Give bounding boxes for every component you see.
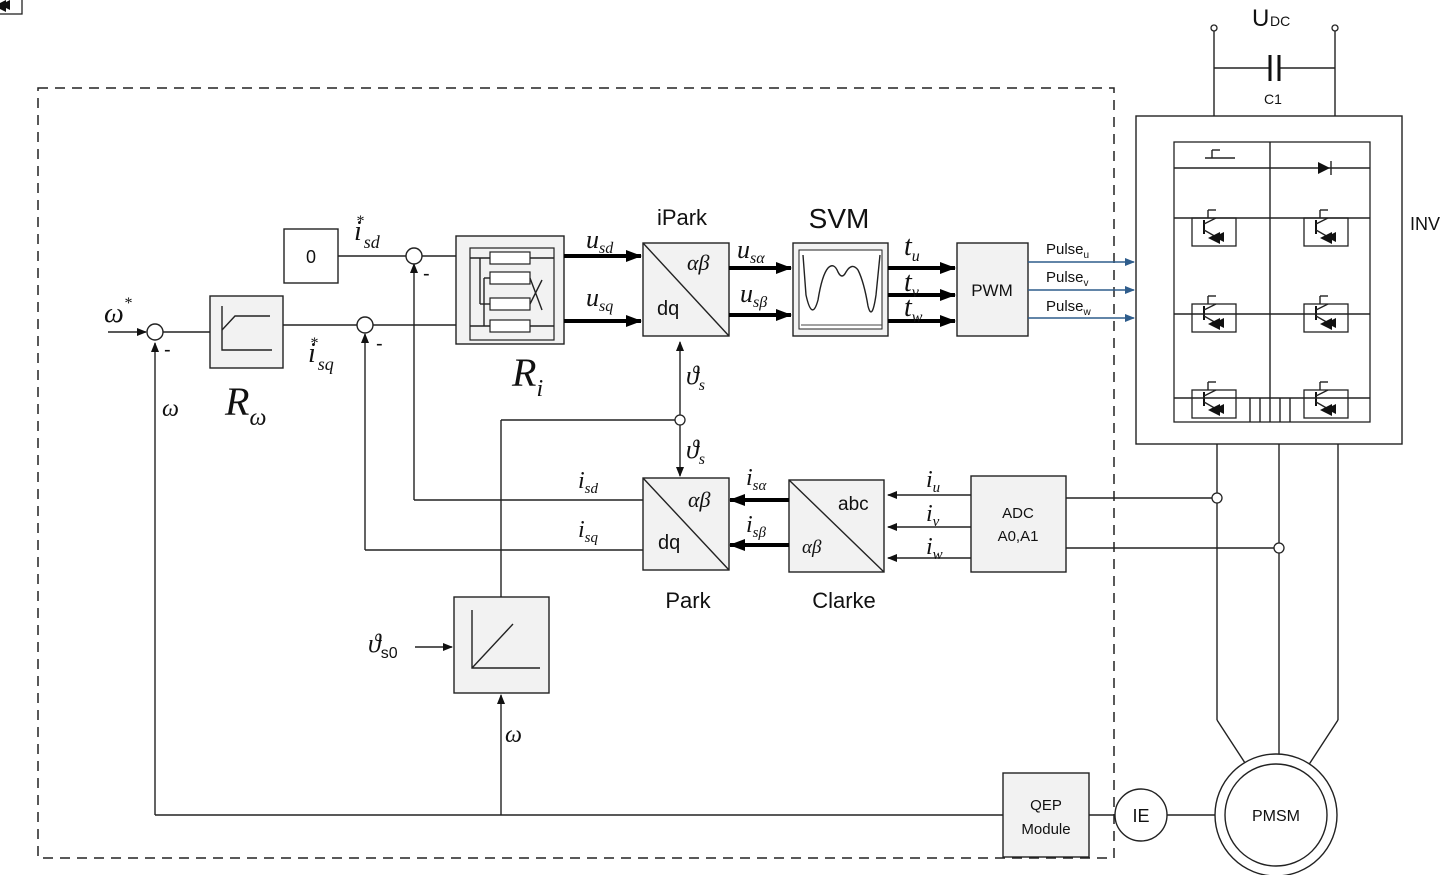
park-dq: dq — [658, 532, 680, 554]
ri-label: Ri — [511, 350, 543, 402]
pmsm-label: PMSM — [1252, 808, 1300, 825]
iw-label: iw — [926, 534, 943, 563]
svm-title: SVM — [809, 203, 870, 234]
inverter-box — [1135, 115, 1403, 445]
current-controller-internals — [469, 247, 555, 341]
iq-sum — [356, 316, 374, 334]
usbeta-label: usβ — [740, 279, 767, 311]
omega-integrator-label: ω — [505, 722, 522, 748]
isd-label: isd — [578, 468, 599, 497]
ie-label: IE — [1132, 806, 1149, 826]
tv-label: tv — [904, 267, 920, 301]
pwm-block — [956, 242, 1029, 337]
usq-label: usq — [586, 283, 613, 315]
id-sum-minus: - — [423, 263, 430, 285]
clarke-abc: abc — [838, 494, 869, 515]
omega-ref-label: ω* — [104, 295, 132, 329]
adc-line2: A0,A1 — [998, 528, 1039, 545]
speed-sum — [146, 323, 164, 341]
speed-sum-minus: - — [164, 339, 171, 361]
ipark-dq: dq — [657, 298, 679, 320]
c1-label: C1 — [1264, 91, 1282, 107]
iv-label: iv — [926, 501, 940, 530]
isalpha-label: isα — [746, 465, 768, 494]
speed-controller — [209, 295, 284, 369]
iq-sum-minus: - — [376, 333, 383, 355]
dc-link — [1210, 24, 1339, 116]
isq-ref-label: i*sq — [308, 335, 334, 374]
tu-label: tu — [904, 231, 920, 265]
controller-boundary — [37, 87, 1115, 859]
pulse-u-label: Pulseu — [1046, 241, 1089, 261]
phase-lines — [1211, 444, 1339, 767]
pulse-w-label: Pulsew — [1046, 298, 1092, 318]
clarke-alphabeta: αβ — [802, 537, 822, 558]
usd-label: usd — [586, 225, 614, 257]
udc-sub: DC — [1270, 13, 1290, 29]
omega-feedback-label: ω — [162, 396, 179, 422]
igbt-cells — [1174, 209, 1370, 422]
qep-line1: QEP — [1030, 797, 1062, 814]
pmsm-motor — [1224, 763, 1328, 867]
clarke-title: Clarke — [812, 588, 876, 613]
park-alphabeta: αβ — [688, 487, 711, 512]
id-sum — [405, 247, 423, 265]
udc-label: U — [1252, 5, 1269, 32]
ipark-title: iPark — [657, 205, 708, 230]
pwm-title: PWM — [971, 281, 1013, 300]
adc-block — [970, 475, 1067, 573]
theta-label-upper: ϑs — [686, 361, 705, 394]
zero-ref-block — [283, 228, 339, 284]
isbeta-label: isβ — [746, 512, 767, 541]
qep-line2: Module — [1021, 821, 1070, 838]
isd-ref-label: i*sd — [354, 213, 381, 252]
iu-label: iu — [926, 467, 940, 496]
usalpha-label: usα — [737, 235, 765, 267]
integrator-block — [453, 596, 550, 694]
tw-label: tw — [904, 292, 923, 326]
qep-module — [1002, 772, 1090, 858]
theta0-label: ϑs0 — [368, 629, 398, 662]
pulse-v-label: Pulsev — [1046, 269, 1089, 289]
inv-label: INV — [1410, 214, 1440, 234]
isq-label: isq — [578, 517, 599, 546]
inverter-bridge — [0, 0, 1371, 423]
theta-label-lower: ϑs — [686, 435, 705, 468]
zero-ref-value: 0 — [306, 247, 316, 267]
r-omega-label: Rω — [224, 379, 266, 431]
park-title: Park — [665, 588, 711, 613]
ipark-alphabeta: αβ — [687, 250, 710, 275]
adc-line1: ADC — [1002, 505, 1034, 522]
